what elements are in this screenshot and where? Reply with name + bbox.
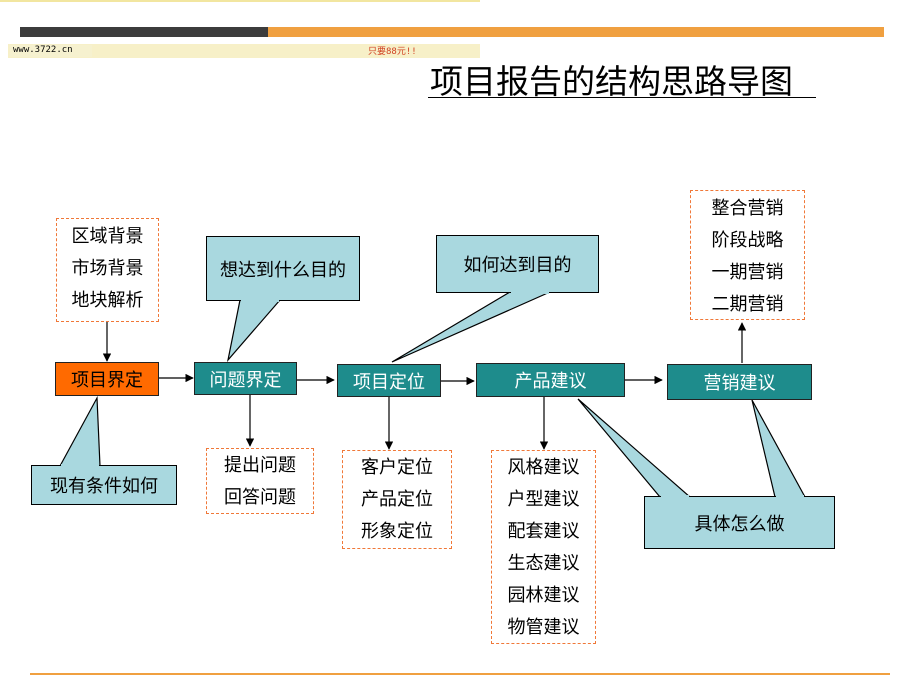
group-positioning: 客户定位 产品定位 形象定位 bbox=[342, 450, 452, 549]
group-product: 风格建议 户型建议 配套建议 生态建议 园林建议 物管建议 bbox=[491, 450, 596, 644]
step-project-definition: 项目界定 bbox=[55, 362, 159, 396]
callout-goal-text: 想达到什么目的 bbox=[220, 259, 346, 281]
callout-how-text: 如何达到目的 bbox=[463, 255, 572, 276]
step-marketing-suggestion: 营销建议 bbox=[667, 364, 812, 400]
step-label: 产品建议 bbox=[514, 371, 587, 392]
list-item: 地块解析 bbox=[71, 290, 144, 311]
group-background: 区域背景 市场背景 地块解析 bbox=[56, 218, 159, 322]
footer-line bbox=[30, 673, 890, 675]
header-bar-orange bbox=[268, 27, 884, 37]
group-marketing: 整合营销 阶段战略 一期营销 二期营销 bbox=[690, 190, 805, 320]
step-label: 问题界定 bbox=[209, 369, 282, 391]
header-bar-top-line bbox=[0, 0, 480, 2]
title-underline bbox=[428, 97, 816, 98]
list-item: 客户定位 bbox=[361, 457, 433, 478]
callout-goal-tail bbox=[226, 299, 282, 363]
page-title: 项目报告的结构思路导图 bbox=[430, 62, 793, 101]
banner-strip bbox=[8, 44, 480, 58]
callout-how: 如何达到目的 bbox=[436, 235, 599, 293]
list-item: 整合营销 bbox=[711, 198, 784, 219]
callout-do-text: 具体怎么做 bbox=[694, 513, 785, 535]
callout-do: 具体怎么做 bbox=[644, 496, 835, 549]
list-item: 阶段战略 bbox=[711, 230, 784, 251]
step-label: 营销建议 bbox=[703, 373, 776, 394]
step-label: 项目定位 bbox=[353, 371, 425, 393]
callout-conditions: 现有条件如何 bbox=[31, 465, 177, 505]
callout-conditions-text: 现有条件如何 bbox=[50, 476, 158, 497]
list-item: 形象定位 bbox=[361, 521, 433, 542]
list-item: 配套建议 bbox=[507, 521, 580, 542]
site-url: www.3722.cn bbox=[13, 45, 73, 55]
callout-how-join bbox=[511, 290, 549, 294]
list-item: 风格建议 bbox=[507, 457, 580, 478]
list-item: 物管建议 bbox=[507, 617, 580, 638]
callout-how-tail bbox=[391, 291, 551, 363]
step-problem-definition: 问题界定 bbox=[194, 362, 297, 395]
callout-do-join-left bbox=[661, 495, 689, 499]
list-item: 区域背景 bbox=[71, 226, 144, 247]
banner-text: 只要88元!! bbox=[368, 47, 417, 57]
list-item: 提出问题 bbox=[224, 455, 296, 476]
callout-conditions-tail bbox=[58, 395, 101, 467]
step-label: 项目界定 bbox=[71, 370, 143, 391]
list-item: 园林建议 bbox=[507, 585, 580, 606]
list-item: 产品定位 bbox=[361, 489, 433, 510]
list-item: 一期营销 bbox=[711, 262, 784, 283]
step-project-positioning: 项目定位 bbox=[337, 364, 441, 397]
header-bar-dark bbox=[20, 27, 268, 37]
step-product-suggestion: 产品建议 bbox=[476, 363, 625, 397]
callout-do-tail-right bbox=[751, 399, 807, 498]
banner-url-box bbox=[10, 45, 92, 57]
list-item: 市场背景 bbox=[71, 258, 144, 279]
callout-goal-join bbox=[241, 298, 279, 302]
list-item: 户型建议 bbox=[507, 489, 580, 510]
callout-conditions-join bbox=[61, 464, 99, 468]
list-item: 二期营销 bbox=[711, 294, 784, 315]
callout-do-join-right bbox=[776, 495, 804, 499]
callout-goal: 想达到什么目的 bbox=[206, 236, 360, 301]
list-item: 生态建议 bbox=[507, 553, 580, 574]
group-problems: 提出问题 回答问题 bbox=[206, 448, 314, 514]
list-item: 回答问题 bbox=[224, 487, 296, 508]
